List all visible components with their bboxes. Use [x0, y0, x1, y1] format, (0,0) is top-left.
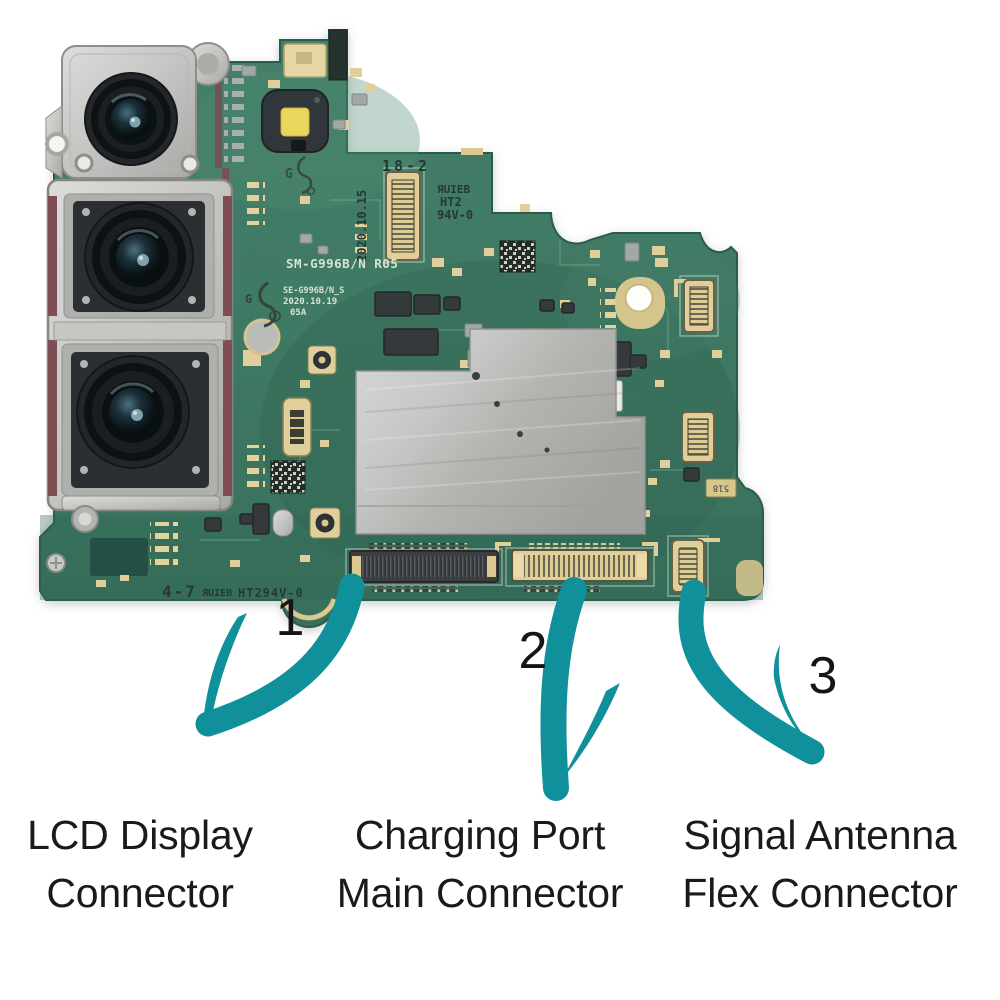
pad-arrays	[150, 54, 616, 566]
label-line-2: Main Connector	[336, 870, 624, 916]
silkscreen-outlines	[345, 167, 719, 597]
datamatrix-code	[499, 240, 536, 273]
labeled-component-518: 518	[705, 478, 737, 498]
screw-keyhole-pad	[615, 277, 665, 329]
gasket-strip	[223, 340, 232, 496]
arrow-1-icon	[195, 573, 365, 737]
svg-text:G: G	[285, 167, 293, 182]
bracket-hole	[180, 154, 200, 174]
silkscreen-texts: 18-2 ЯUIEB HT2 94V-0 2020.10.15 SM-G996B…	[162, 155, 473, 601]
microphone-component	[283, 43, 327, 78]
annotation-arrows	[195, 573, 825, 801]
label-charging-port-main-connector: Charging Port Main Connector	[330, 806, 630, 922]
silkscreen-component-code: 518	[713, 483, 729, 493]
silkscreen-date-code: 2020.10.15	[355, 190, 369, 262]
arrow-3-icon	[678, 579, 825, 765]
silkscreen-sub-date: 2020.10.19	[283, 297, 337, 307]
bracket-foot	[61, 495, 221, 511]
label-lcd-display-connector: LCD Display Connector	[5, 806, 275, 922]
oscillator-component	[282, 397, 312, 457]
silkscreen-ul-model: HT2	[440, 195, 462, 209]
corner-gold-pad	[736, 560, 763, 596]
right-board-connector	[683, 279, 715, 333]
silkscreen-bottom-code: 4-7	[162, 582, 197, 601]
gasket-strip	[48, 340, 57, 496]
housing-divider	[53, 321, 227, 341]
signal-antenna-flex-connector	[671, 539, 705, 593]
silkscreen-bottom-rating: HT294V-0	[238, 586, 304, 600]
lcd-display-connector	[349, 543, 499, 592]
bracket-hole	[74, 153, 94, 173]
upper-board-connector	[385, 171, 421, 261]
dark-flex-tab	[328, 29, 348, 81]
screw-hole-center	[78, 512, 92, 526]
gasket-strip	[48, 196, 57, 316]
camera-module	[45, 42, 234, 533]
label-line-1: Charging Port	[354, 812, 606, 858]
label-line-2: Flex Connector	[682, 870, 958, 916]
label-line-2: Connector	[46, 870, 234, 916]
screw	[46, 553, 66, 573]
bracket-tab-center	[197, 53, 219, 75]
arrow-2-icon	[540, 577, 620, 801]
bracket-hole	[45, 132, 69, 156]
flash-led-module	[261, 89, 329, 153]
silkscreen-sub-model: SE-G996B/N_S	[283, 286, 344, 296]
silkscreen-sub-rev: 05A	[290, 308, 307, 318]
coax-connector	[307, 345, 337, 375]
manufacturer-logo: G	[285, 155, 316, 196]
vibration-motor	[272, 509, 294, 537]
silkscreen-model: SM-G996B/N R05	[286, 256, 398, 271]
silkscreen-ul-mark: ЯUIEB	[437, 183, 470, 196]
right-board-connector	[681, 411, 715, 463]
silkscreen-bottom-ul: ЯUIEB	[202, 588, 232, 599]
gasket-strip	[223, 196, 232, 316]
callout-number-1: 1	[275, 589, 305, 647]
silkscreen-flammability: 94V-0	[437, 208, 473, 222]
datamatrix-code	[270, 460, 306, 494]
label-line-1: LCD Display	[27, 812, 253, 858]
label-line-1: Signal Antenna	[683, 812, 957, 858]
wide-camera	[63, 193, 215, 319]
svg-text:G: G	[245, 292, 252, 306]
callout-number-2: 2	[518, 622, 548, 680]
plated-hole	[243, 318, 281, 356]
callout-number-3: 3	[808, 647, 838, 705]
manufacturer-logo: G	[245, 281, 281, 328]
edge-gold-step	[461, 148, 483, 155]
telephoto-camera	[61, 343, 219, 497]
silkscreen-top-code: 18-2	[382, 157, 430, 175]
label-signal-antenna-flex-connector: Signal Antenna Flex Connector	[652, 806, 988, 922]
coax-connector	[309, 507, 341, 539]
notch-gold-rim	[281, 598, 337, 621]
emi-shield	[355, 328, 646, 535]
